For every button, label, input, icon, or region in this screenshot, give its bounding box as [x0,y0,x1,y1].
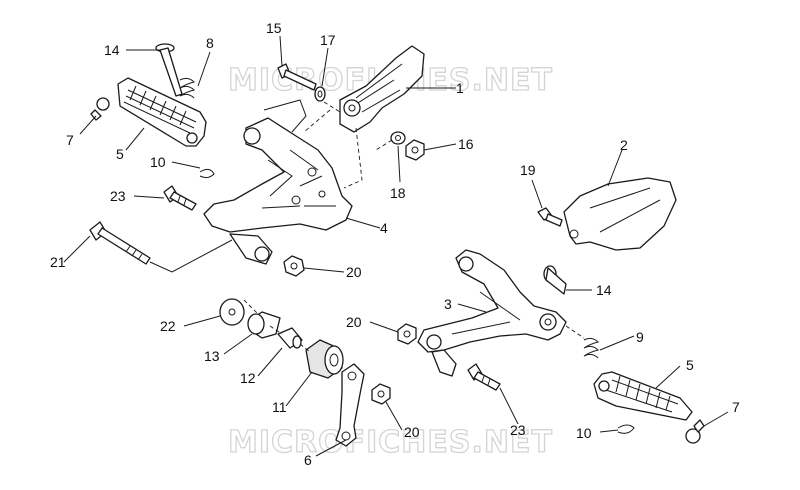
callout-2: 2 [620,137,628,153]
nut-20-middle [397,323,417,345]
left-footpeg-pin [155,43,183,97]
callout-20-lower: 20 [404,424,420,440]
callout-23-upper: 23 [110,188,126,204]
footrest-bracket-left [203,99,353,265]
callout-10-left: 10 [150,154,166,170]
callout-16: 16 [458,136,474,152]
callout-7-left: 7 [66,132,74,148]
left-footpeg-spring [179,77,195,99]
callout-1: 1 [456,80,464,96]
callout-9: 9 [636,329,644,345]
watermark-bottom: MICROFICHES.NET [228,425,553,460]
bushing-11 [305,339,344,379]
right-ball-end [685,419,705,444]
washer-22 [219,298,245,326]
right-footpeg-spring [583,337,599,359]
bushing-12 [277,327,303,349]
callout-14-left: 14 [104,42,120,58]
callout-7-right: 7 [732,399,740,415]
footrest-bracket-right [417,249,567,377]
spacer-13 [247,311,281,339]
callout-14-right: 14 [596,282,612,298]
callout-15: 15 [266,20,282,36]
callout-3: 3 [444,296,452,312]
callout-13: 13 [204,348,220,364]
heel-guard-right [563,177,677,251]
callout-11: 11 [272,399,287,415]
callout-10-right: 10 [576,425,592,441]
bolt-23-upper [163,185,197,211]
nut-20-upper [283,255,305,277]
washer-18 [390,131,406,145]
left-circlip [199,168,215,179]
bolt-21 [89,221,151,265]
nut-20-lower [371,383,391,405]
washer-17 [314,86,326,102]
right-circlip [617,424,635,434]
callout-8: 8 [206,35,214,51]
nut-16 [405,139,425,161]
left-ball-end [90,97,110,121]
callout-23-lower: 23 [510,422,526,438]
callout-17: 17 [320,32,336,48]
callout-12: 12 [240,370,256,386]
left-footpeg [117,77,207,147]
callout-5-left: 5 [116,146,124,162]
callout-20-upper: 20 [346,264,362,280]
right-footpeg [593,371,693,421]
bolt-15 [277,63,317,91]
bolt-19 [537,207,563,227]
right-footpeg-pin [543,265,567,295]
callout-18: 18 [390,185,406,201]
callout-6: 6 [304,452,312,468]
callout-22: 22 [160,318,176,334]
callout-19: 19 [520,162,536,178]
leader-lines [63,35,729,457]
link-plate-6 [335,363,365,447]
callout-21: 21 [50,254,66,270]
callout-5-right: 5 [686,357,694,373]
callout-4: 4 [380,220,388,236]
callout-20-middle: 20 [346,314,362,330]
bolt-23-lower [467,363,501,391]
callout-labels: 1 2 3 4 5 5 6 7 7 8 9 10 10 11 12 13 14 … [50,20,740,468]
heel-guard-left [339,45,425,133]
